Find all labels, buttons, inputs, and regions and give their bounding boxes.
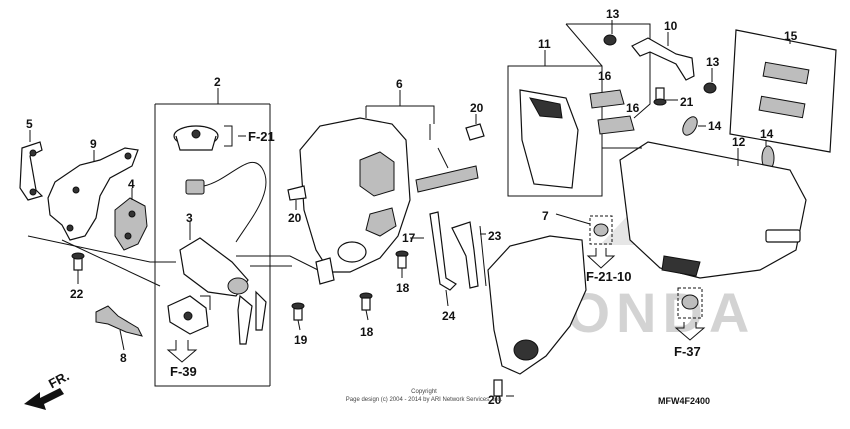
group-box-2-outline [154,104,270,387]
part-3-ignition-switch [179,237,267,345]
part-label: 3 [186,211,193,225]
part-13-grommet-top [603,34,617,46]
part-outer-side-cover [487,235,587,375]
part-label: 8 [120,351,127,365]
part-label: 2 [214,75,221,89]
part-label: 18 [360,325,374,339]
part-connector-wire [185,161,267,243]
part-12-side-cover [619,141,807,279]
part-label: 9 [90,137,97,151]
part-label: 19 [294,333,308,347]
part-24-wrench [429,211,457,291]
part-20-screw-left [287,185,307,201]
part-label: 22 [70,287,84,301]
part-label: 20 [470,101,484,115]
part-label: 17 [402,231,416,245]
arrow-f-37 [674,322,706,341]
part-9-bracket [47,147,139,241]
part-label: 16 [598,69,612,83]
part-label: 13 [706,55,720,69]
ref-label: F-21 [248,129,275,144]
part-label: 15 [784,29,798,43]
part-5-bracket [19,141,44,201]
part-label: 4 [128,177,135,191]
ref-label: F-37 [674,344,701,359]
ref-label: F-21-10 [586,269,632,284]
front-direction-arrow-icon [24,388,64,410]
part-14-grommet-a [682,116,698,136]
part-label: 21 [680,95,694,109]
copyright-text: Page design (c) 2004 - 2014 by ARI Netwo… [346,397,503,403]
copyright-title: Copyright [411,389,437,395]
part-7-grommet [589,215,613,245]
part-13-grommet-right [703,82,717,94]
part-10-bracket [631,37,695,81]
part-label: 11 [538,37,551,51]
part-22-bolt [71,252,85,271]
part-18-screw-upper [395,250,409,269]
part-label: 12 [732,135,746,149]
part-15-label-sheet [729,29,837,153]
part-21-bolt [653,87,667,106]
part-11-panel [519,89,579,189]
part-label: 10 [664,19,678,33]
part-label: 6 [396,77,403,91]
part-label: 16 [626,101,640,115]
part-label: 7 [542,209,549,223]
part-cap [173,125,219,151]
part-20-screw-bottom [493,379,503,397]
part-label: 14 [760,127,774,141]
reference-labels: F-21 F-39 F-21-10 F-37 FR. [46,129,701,391]
part-4-lock-plate [114,197,148,251]
ref-label: F-39 [170,364,197,379]
part-label: 23 [488,229,502,243]
part-grommet-f-37 [677,287,703,319]
part-label: 20 [488,393,502,407]
part-label: 24 [442,309,456,323]
part-16-pad-a [589,89,625,109]
diagram-code: MFW4F2400 [658,396,710,406]
part-label: 20 [288,211,302,225]
part-label: 14 [708,119,722,133]
arrow-f-39 [166,340,198,363]
part-20-screw-top [465,123,485,141]
part-label: 13 [606,7,620,21]
part-16-pad-b [597,115,635,135]
part-23-screwdriver [451,221,487,289]
part-18-screw-lower [359,292,373,311]
direction-label: FR. [46,368,72,391]
group-box-11-outline [507,65,603,197]
part-lock-cylinder [167,295,209,335]
arrow-f-21-10 [586,248,616,269]
part-6-inner-cover [299,117,411,285]
part-label: 5 [26,117,33,131]
part-number-labels: 2 3 4 5 6 7 8 9 10 11 12 13 13 14 14 15 … [26,7,798,407]
part-19-bolt [291,302,305,321]
part-1-seal-strip [415,165,479,193]
part-label: 18 [396,281,410,295]
part-8-key [95,305,143,337]
